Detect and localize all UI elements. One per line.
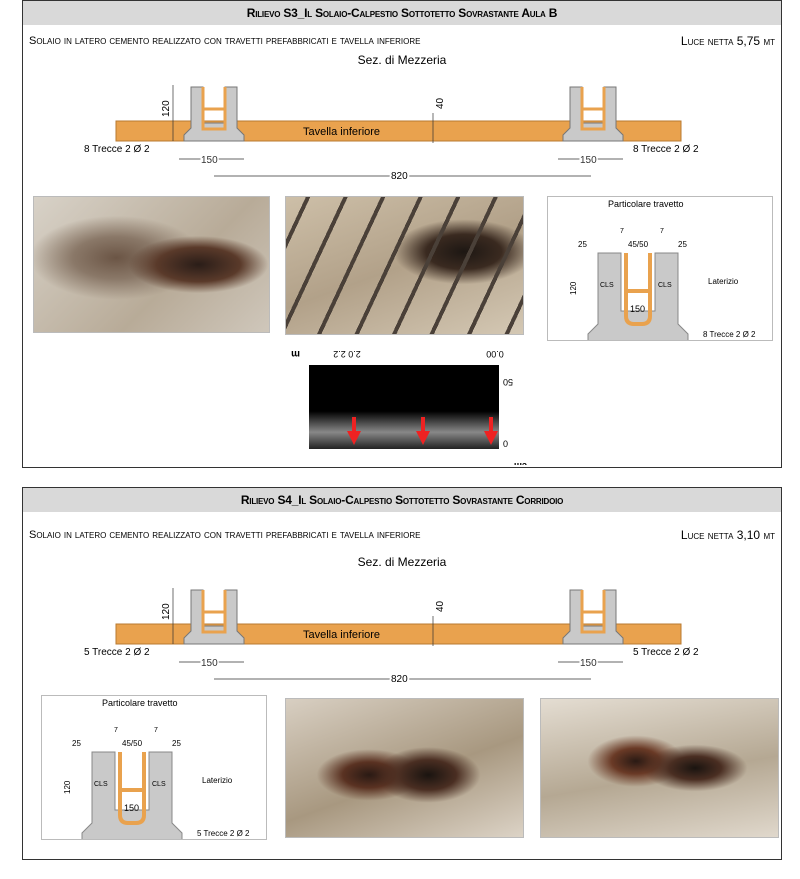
joist [183, 86, 245, 142]
radar-scan: m 2.0 2.2 0.00 50 0 cm [285, 347, 535, 471]
brick-outline [624, 253, 652, 326]
joist-brick [580, 590, 606, 634]
joist-brick [580, 87, 606, 131]
dim-label: 7 [154, 727, 158, 734]
inner-width-label: 150 [124, 803, 139, 813]
net-span: Luce netta 5,75 mt [680, 34, 775, 48]
cls-label: CLS [600, 282, 614, 289]
tavella-band [115, 120, 682, 142]
arrow-icon [484, 417, 498, 445]
brick-outline [118, 752, 146, 825]
height-dimension: 120 [161, 100, 172, 117]
inner-width-label: 150 [630, 304, 645, 314]
radar-x-end: 2.0 2.2 [333, 349, 361, 359]
radar-scan-image: m 2.0 2.2 0.00 50 0 cm [291, 348, 527, 471]
laterizio-label: Laterizio [708, 277, 739, 286]
width-dimension: 150 [201, 658, 218, 669]
arrow-icon [347, 417, 361, 445]
height-dimension: 120 [161, 603, 172, 620]
net-span: Luce netta 3,10 mt [680, 528, 775, 542]
rebar-label: 5 Trecce 2 Ø 2 [84, 647, 150, 658]
cls-label: CLS [658, 282, 672, 289]
arrow-icon [416, 417, 430, 445]
section-label: Sez. di Mezzeria [357, 555, 447, 569]
photo-damage-1 [33, 196, 270, 333]
radar-y-top: 50 [503, 377, 513, 387]
panel-title: Rilievo S4_Il Solaio-Calpestio Sottotett… [23, 488, 781, 512]
photo-damage-4 [540, 698, 779, 838]
joist-detail: Particolare travetto 25 7 45/50 7 25 120 CLS CLS… [547, 196, 773, 345]
cross-section-diagram: Tavella inferiore 8 Trecce 2 Ø 2 150 8 Trec… [84, 85, 699, 183]
floor-description: Solaio in latero cemento realizzato con … [29, 35, 421, 47]
cls-label: CLS [152, 781, 166, 788]
joist-detail-section [587, 252, 689, 345]
joist-brick [201, 87, 227, 131]
detail-title: Particolare travetto [102, 698, 178, 708]
panel-title: Rilievo S3_Il Solaio-Calpestio Sottotett… [23, 1, 781, 25]
dim-label: 25 [172, 739, 181, 748]
rebar-label: 8 Trecce 2 Ø 2 [703, 330, 756, 339]
joist [562, 589, 624, 645]
joist [183, 589, 245, 645]
width-dimension: 150 [580, 155, 597, 166]
dim-label: 45/50 [122, 739, 143, 748]
photo-damage-3 [285, 698, 524, 838]
section-label: Sez. di Mezzeria [357, 53, 447, 67]
dim-label: 7 [114, 727, 118, 734]
dim-label: 7 [620, 228, 624, 235]
spacing-dimension: 820 [391, 674, 408, 685]
rebar-label: 5 Trecce 2 Ø 2 [197, 829, 250, 838]
tavella-label: Tavella inferiore [303, 126, 380, 138]
radar-x-unit: m [291, 348, 300, 359]
floor-description: Solaio in latero cemento realizzato con … [29, 529, 421, 541]
height-label: 120 [569, 281, 578, 295]
cls-label: CLS [94, 781, 108, 788]
radar-y-zero: 0 [503, 439, 508, 449]
height-label: 120 [63, 780, 72, 794]
rebar-label: 5 Trecce 2 Ø 2 [633, 647, 699, 658]
rebar-label: 8 Trecce 2 Ø 2 [84, 144, 150, 155]
dim-label: 45/50 [628, 240, 649, 249]
rebar-label: 8 Trecce 2 Ø 2 [633, 144, 699, 155]
joist-detail-drawing: Particolare travetto 25 7 45/50 7 25 120 CLS CLS… [63, 698, 250, 844]
spacing-dimension: 820 [391, 171, 408, 182]
detail-title: Particolare travetto [608, 199, 684, 209]
photo-damage-2 [285, 196, 524, 335]
joist-detail-section [81, 751, 183, 844]
radar-x-start: 0.00 [486, 349, 504, 359]
joist [562, 86, 624, 142]
laterizio-label: Laterizio [202, 776, 233, 785]
cross-section-diagram: Tavella inferiore 5 Trecce 2 Ø 2 150 5 Trec… [84, 588, 699, 686]
tavella-band [115, 623, 682, 645]
joist-detail: Particolare travetto 25 7 45/50 7 25 120 CLS CLS… [41, 695, 267, 844]
joist-detail-drawing: Particolare travetto 25 7 45/50 7 25 120 CLS CLS… [569, 199, 756, 345]
tavella-label: Tavella inferiore [303, 629, 380, 641]
survey-panel-s4: Rilievo S4_Il Solaio-Calpestio Sottotett… [22, 487, 782, 860]
survey-panel-s3: Rilievo S3_Il Solaio-Calpestio Sottotett… [22, 0, 782, 471]
radar-y-unit: cm [514, 461, 527, 465]
dim-label: 7 [660, 228, 664, 235]
dim-label: 25 [678, 240, 687, 249]
joist-brick [201, 590, 227, 634]
width-dimension: 150 [201, 155, 218, 166]
slab-dimension: 40 [435, 600, 446, 612]
dim-label: 25 [72, 739, 81, 748]
slab-dimension: 40 [435, 97, 446, 109]
width-dimension: 150 [580, 658, 597, 669]
dim-label: 25 [578, 240, 587, 249]
